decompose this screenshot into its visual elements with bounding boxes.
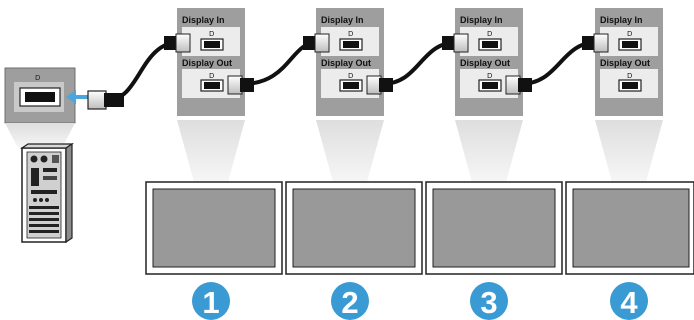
displayport-icon: D — [627, 72, 632, 80]
pc-tower — [20, 142, 74, 244]
monitor-unit-2: Display In D Display Out D 2 — [285, 8, 423, 320]
displayport-icon: D — [348, 30, 353, 38]
monitor-2-display-out-label: Display Out — [321, 58, 371, 68]
monitor-3-display-in-label: Display In — [460, 15, 503, 25]
monitor-2-number-badge — [331, 282, 369, 320]
source-beam — [5, 123, 75, 148]
monitor-2-display-in-label: Display In — [321, 15, 364, 25]
monitor-3-number: 3 — [480, 285, 497, 320]
monitor-1-display-in-label: Display In — [182, 15, 225, 25]
monitor-4-number-badge — [610, 282, 648, 320]
monitor-1-number: 1 — [202, 285, 219, 320]
displayport-icon: D — [487, 30, 492, 38]
displayport-icon: D — [209, 72, 214, 80]
monitor-unit-1: Display In D Display Out D 1 — [145, 8, 283, 320]
source-computer: D — [4, 67, 76, 244]
monitor-3-number-badge — [470, 282, 508, 320]
monitor-2-number: 2 — [341, 285, 358, 320]
cable-plug-pc — [87, 90, 124, 110]
monitor-unit-4: Display In D Display Out D 4 — [565, 8, 694, 320]
displayport-icon: D — [35, 74, 40, 82]
monitor-4-display-in-label: Display In — [600, 15, 643, 25]
displayport-icon: D — [348, 72, 353, 80]
cable-pc-to-monitor-1 — [107, 40, 181, 102]
monitor-4-display-out-label: Display Out — [600, 58, 650, 68]
monitor-1-display-out-label: Display Out — [182, 58, 232, 68]
displayport-icon: D — [627, 30, 632, 38]
monitor-4-number: 4 — [620, 285, 638, 320]
connection-arrow-icon — [66, 90, 88, 104]
displayport-icon: D — [209, 30, 214, 38]
monitor-unit-3: Display In D Display Out D 3 — [425, 8, 563, 320]
monitor-3-display-out-label: Display Out — [460, 58, 510, 68]
displayport-icon: D — [487, 72, 492, 80]
monitor-1-number-badge — [192, 282, 230, 320]
